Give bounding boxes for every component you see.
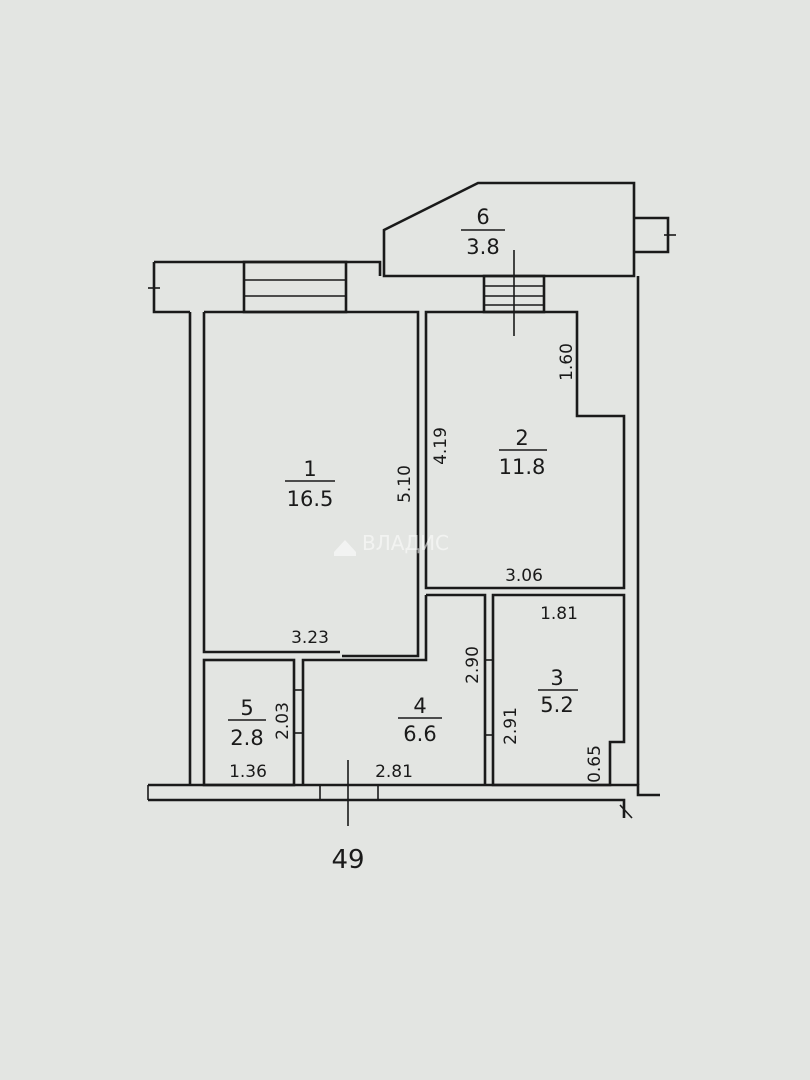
room-1-label: 1 16.5 xyxy=(285,457,335,511)
dim-room2-width: 3.06 xyxy=(505,566,543,586)
room-4-number: 4 xyxy=(413,694,426,718)
room-1-area: 16.5 xyxy=(287,487,334,511)
room-6-label: 6 3.8 xyxy=(461,205,505,259)
dim-room2-length: 4.19 xyxy=(431,427,451,465)
room-5-area: 2.8 xyxy=(230,726,263,750)
dimension-labels: 3.23 5.10 4.19 1.60 3.06 1.81 2.91 0.65 … xyxy=(229,343,605,783)
outer-walls xyxy=(147,181,676,819)
dim-room3-step: 0.65 xyxy=(585,745,605,783)
room-3-number: 3 xyxy=(550,666,563,690)
watermark: ВЛАДИС xyxy=(334,531,449,556)
dim-room1-length: 5.10 xyxy=(395,465,415,503)
room-1-number: 1 xyxy=(303,457,316,481)
room-2-label: 2 11.8 xyxy=(499,426,547,479)
axis-label: 49 xyxy=(331,845,364,875)
dim-room3-length: 2.91 xyxy=(501,707,521,745)
dim-room4-width: 2.81 xyxy=(375,762,413,782)
house-logo-icon xyxy=(334,540,356,556)
dim-room2-notch: 1.60 xyxy=(557,343,577,381)
watermark-text: ВЛАДИС xyxy=(362,531,449,555)
room-2 xyxy=(424,310,626,590)
axis-marker xyxy=(347,250,515,826)
room-4-label: 4 6.6 xyxy=(398,694,442,746)
room-4 xyxy=(301,593,487,785)
room-3-label: 3 5.2 xyxy=(538,666,578,717)
dim-room5-length: 2.03 xyxy=(273,702,293,740)
room-6-number: 6 xyxy=(476,205,489,229)
room-3 xyxy=(491,593,626,787)
room-4-area: 6.6 xyxy=(403,722,436,746)
room-3-area: 5.2 xyxy=(540,693,573,717)
dim-room4-length: 2.90 xyxy=(463,646,483,684)
dim-room1-width: 3.23 xyxy=(291,628,329,648)
dim-room3-width: 1.81 xyxy=(540,604,578,624)
room-2-area: 11.8 xyxy=(499,455,546,479)
room-5-label: 5 2.8 xyxy=(228,696,266,750)
room-1 xyxy=(202,310,420,658)
room-5-number: 5 xyxy=(240,696,253,720)
room-6-area: 3.8 xyxy=(466,235,499,259)
window-room-1 xyxy=(242,260,348,314)
room-5 xyxy=(202,658,296,787)
door-marks xyxy=(294,659,493,736)
entrance-door xyxy=(319,784,379,801)
dim-room5-width: 1.36 xyxy=(229,762,267,782)
room-2-number: 2 xyxy=(515,426,528,450)
